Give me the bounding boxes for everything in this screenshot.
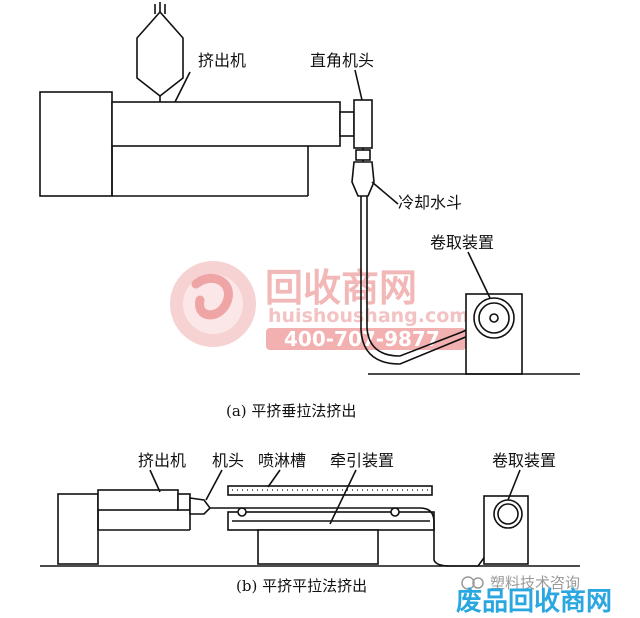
caption-b: (b) 平挤平拉法挤出 xyxy=(236,577,367,595)
haul-off-leader xyxy=(329,469,357,525)
extruder-leader-b xyxy=(149,469,161,493)
extruder-barrel-b xyxy=(97,489,191,531)
label-cooling-funnel: 冷却水斗 xyxy=(398,193,462,212)
label-right-angle-head: 直角机头 xyxy=(310,51,374,70)
diagram-b xyxy=(40,469,580,567)
label-spray-tank: 喷淋槽 xyxy=(258,451,306,470)
spray-tank xyxy=(227,485,433,496)
right-angle-head xyxy=(339,99,373,162)
extruder-base-b xyxy=(57,493,99,565)
cooling-funnel xyxy=(351,161,375,197)
label-extruder-a: 挤出机 xyxy=(198,51,246,70)
haul-off-device xyxy=(227,507,435,565)
watermark-phone-bg xyxy=(266,328,466,350)
spray-tank-leader xyxy=(267,469,281,488)
label-winding-device-a: 卷取装置 xyxy=(430,233,494,252)
brand-tag-text: 塑料技术咨询 xyxy=(490,574,580,592)
winding-leader-a xyxy=(467,251,491,299)
diagram-a xyxy=(39,2,580,375)
label-haul-off: 牵引装置 xyxy=(330,451,394,470)
hopper xyxy=(136,2,184,120)
winding-device-b xyxy=(483,495,529,565)
corner-mark: 废品回收商网 xyxy=(456,586,612,614)
watermark: 回收商网 huishoushang.com 400-707-9877 xyxy=(170,261,469,351)
label-winding-device-b: 卷取装置 xyxy=(492,451,556,470)
watermark-name: 回收商网 xyxy=(265,266,417,310)
extruder-base xyxy=(39,91,113,197)
extruder-barrel xyxy=(111,101,341,197)
winding-leader-b xyxy=(507,469,521,501)
die-leader-b xyxy=(205,469,223,501)
extruder-leader xyxy=(174,71,191,103)
head-leader xyxy=(354,69,363,101)
watermark-url: huishoushang.com xyxy=(268,305,469,327)
die-head-b xyxy=(189,497,212,515)
watermark-logo xyxy=(170,261,256,347)
winding-device-a xyxy=(465,293,523,375)
funnel-leader xyxy=(371,181,399,205)
caption-a: (a) 平挤垂拉法挤出 xyxy=(226,402,356,420)
label-extruder-b: 挤出机 xyxy=(138,451,186,470)
brand-tag: 塑料技术咨询 xyxy=(461,574,580,592)
label-die-head: 机头 xyxy=(212,451,244,470)
